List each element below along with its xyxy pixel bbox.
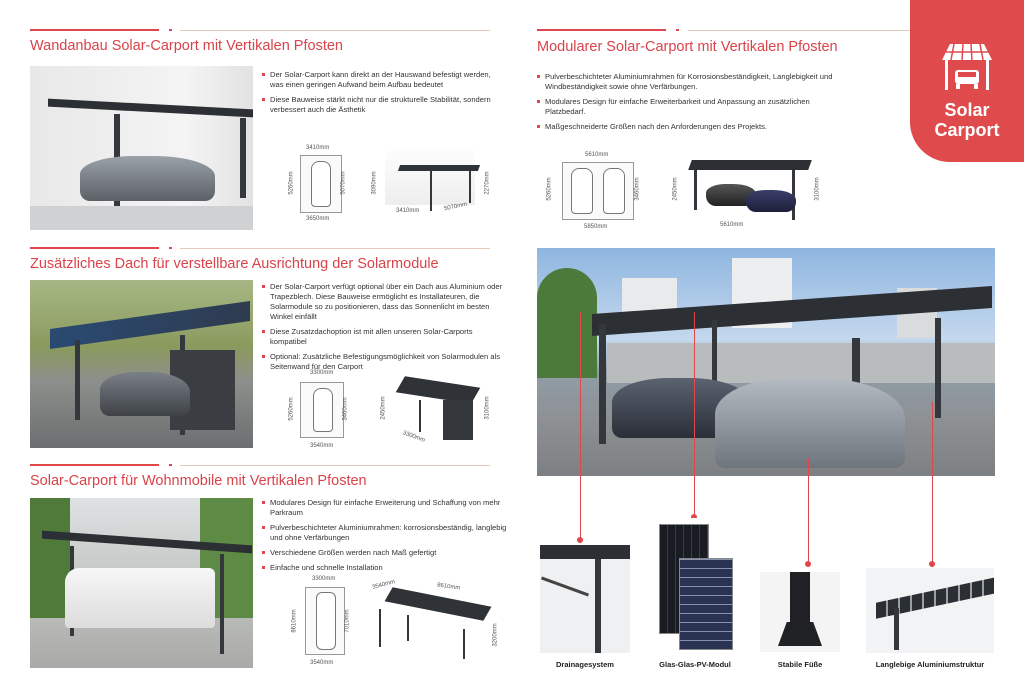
bullet: Diese Zusatzdachoption ist mit allen uns… [262, 327, 507, 347]
bullets-rv: Modulares Design für einfache Erweiterun… [262, 498, 512, 578]
dim-label: 7010mm [344, 609, 351, 633]
callout-pin [577, 312, 583, 543]
section-title-rv: Solar-Carport für Wohnmobile mit Vertika… [30, 473, 367, 489]
solar-carport-logo: Solar Carport [910, 0, 1024, 162]
section-title-wall: Wandanbau Solar-Carport mit Vertikalen P… [30, 38, 343, 54]
dim-label: 3300mm [312, 576, 336, 582]
bullet: Einfache und schnelle Installation [262, 563, 512, 573]
divider [180, 30, 490, 31]
divider [180, 465, 490, 466]
bullet: Verschiedene Größen werden nach Maß gefe… [262, 548, 512, 558]
bullets-wall: Der Solar-Carport kann direkt an der Hau… [262, 70, 502, 120]
dim-label: 2450mm [672, 177, 679, 201]
floor-plan-rv [305, 587, 345, 655]
divider [30, 247, 172, 249]
section-title-modular: Modularer Solar-Carport mit Vertikalen P… [537, 39, 838, 55]
dim-label: 5070mm [340, 171, 347, 195]
detail-label: Glas-Glas-PV-Modul [659, 660, 731, 669]
section-title-extra-roof: Zusätzliches Dach für verstellbare Ausri… [30, 256, 439, 272]
photo-extra-roof-carport [30, 280, 253, 448]
bullets-modular: Pulverbeschichteter Aluminiumrahmen für … [537, 72, 847, 137]
detail-pv-module-image [645, 518, 745, 653]
bullet: Pulverbeschichteter Aluminiumrahmen: kor… [262, 523, 512, 543]
dim-label: 5260mm [288, 171, 295, 195]
dim-label: 3460mm [342, 397, 349, 421]
dim-label: 2270mm [484, 171, 491, 195]
dim-label: 3410mm [306, 145, 330, 151]
divider [30, 464, 172, 466]
detail-feet-image [760, 572, 840, 652]
dim-label: 3300mm [310, 370, 334, 376]
iso-drawing-wall [385, 145, 481, 211]
dim-label: 3100mm [484, 396, 491, 420]
carport-icon [942, 43, 992, 90]
detail-label: Stabile Füße [777, 660, 823, 669]
iso-drawing-rv [375, 587, 495, 659]
divider [537, 29, 679, 31]
floor-plan-modular [562, 162, 634, 220]
callout-pin [929, 402, 935, 567]
dim-label: 5610mm [585, 152, 609, 158]
floor-plan-wall [300, 155, 342, 213]
dim-label: 3090mm [371, 171, 378, 195]
floor-plan-extra-roof [300, 382, 344, 438]
dim-label: 3200mm [492, 623, 499, 647]
bullet: Pulverbeschichteter Aluminiumrahmen für … [537, 72, 847, 92]
photo-rv-carport [30, 498, 253, 668]
bullet: Modulares Design für einfache Erweiterba… [537, 97, 847, 117]
dim-label: 5850mm [584, 224, 608, 230]
dim-label: 8610mm [291, 609, 298, 633]
bullet: Maßgeschneiderte Größen nach den Anforde… [537, 122, 847, 132]
dim-label: 5260mm [546, 177, 553, 201]
bullets-extra-roof: Der Solar-Carport verfügt optional über … [262, 282, 507, 377]
detail-aluminium-structure-image [866, 568, 994, 653]
dim-label: 3540mm [310, 660, 334, 666]
callout-pin [691, 312, 697, 520]
dim-label: 3460mm [634, 177, 641, 201]
dim-label: 2450mm [380, 396, 387, 420]
bullet: Diese Bauweise stärkt nicht nur die stru… [262, 95, 502, 115]
iso-drawing-extra-roof [395, 376, 485, 440]
detail-drainage-image [540, 545, 630, 653]
logo-line2: Carport [934, 120, 1000, 140]
dim-label: 3410mm [396, 208, 420, 214]
bullet: Modulares Design für einfache Erweiterun… [262, 498, 512, 518]
dim-label: 3540mm [310, 443, 334, 449]
dim-label: 5260mm [288, 397, 295, 421]
bullet: Optional: Zusätzliche Befestigungsmöglic… [262, 352, 507, 372]
logo-line1: Solar [944, 100, 990, 120]
divider [180, 248, 490, 249]
bullet: Der Solar-Carport kann direkt an der Hau… [262, 70, 502, 90]
detail-label: Langlebige Aluminiumstruktur [875, 660, 985, 669]
detail-label: Drainagesystem [556, 660, 614, 669]
dim-label: 3650mm [306, 216, 330, 222]
divider [30, 29, 172, 31]
dim-label: 8610mm [436, 582, 461, 592]
photo-modular-carport [537, 248, 995, 476]
dim-label: 3100mm [814, 177, 821, 201]
divider [688, 30, 910, 31]
dim-label: 5610mm [720, 222, 744, 228]
photo-wall-carport [30, 66, 253, 230]
bullet: Der Solar-Carport verfügt optional über … [262, 282, 507, 322]
callout-pin [805, 458, 811, 567]
iso-drawing-modular [686, 158, 812, 220]
